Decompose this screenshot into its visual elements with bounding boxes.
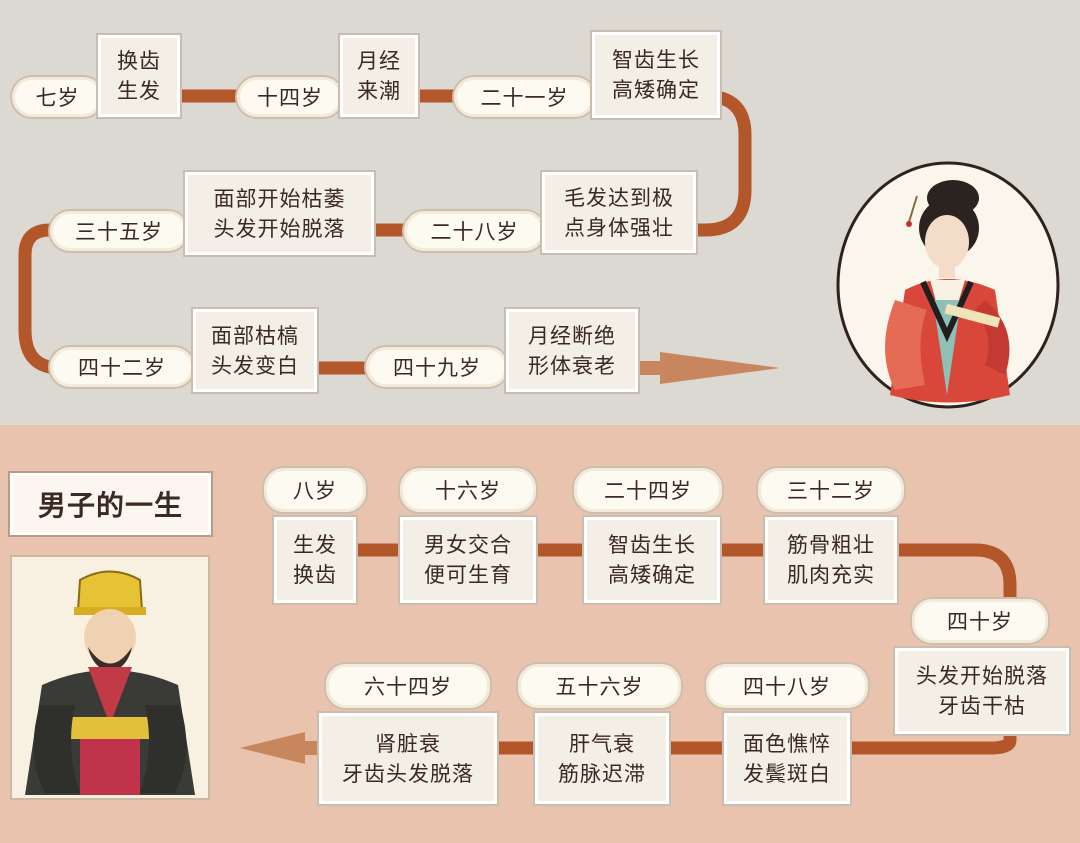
female-age-49: 四十九岁 — [364, 345, 510, 389]
female-age-35: 三十五岁 — [48, 209, 190, 253]
male-age-32: 三十二岁 — [756, 466, 906, 514]
female-age-28: 二十八岁 — [402, 209, 547, 253]
female-age-7: 七岁 — [10, 75, 105, 119]
woman-portrait-image — [836, 161, 1060, 409]
female-note-28: 毛发达到极 点身体强壮 — [540, 170, 698, 255]
male-note-48: 面色憔悴 发鬓斑白 — [722, 711, 852, 806]
male-age-8: 八岁 — [262, 466, 368, 514]
male-note-32: 筋骨粗壮 肌肉充实 — [763, 515, 899, 605]
female-note-49: 月经断绝 形体衰老 — [504, 307, 640, 394]
female-note-42: 面部枯槁 头发变白 — [191, 307, 319, 394]
male-flow-path — [330, 543, 1017, 755]
female-note-7: 换齿 生发 — [96, 33, 182, 119]
female-flow-arrowhead — [660, 352, 780, 384]
male-age-40: 四十岁 — [910, 597, 1050, 645]
male-flow-arrowhead — [240, 732, 305, 764]
male-note-8: 生发 换齿 — [272, 515, 358, 605]
female-note-14: 月经 来潮 — [338, 33, 420, 119]
female-age-42: 四十二岁 — [48, 345, 196, 389]
female-note-21: 智齿生长 高矮确定 — [590, 30, 722, 120]
female-age-21: 二十一岁 — [452, 75, 597, 119]
male-age-24: 二十四岁 — [572, 466, 724, 514]
female-flow-path — [18, 89, 752, 375]
male-note-64: 肾脏衰 牙齿头发脱落 — [317, 711, 499, 806]
male-note-56: 肝气衰 筋脉迟滞 — [533, 711, 671, 806]
male-age-48: 四十八岁 — [704, 662, 870, 710]
female-note-35: 面部开始枯萎 头发开始脱落 — [183, 170, 376, 257]
male-age-16: 十六岁 — [398, 466, 538, 514]
male-note-24: 智齿生长 高矮确定 — [582, 515, 722, 605]
male-age-64: 六十四岁 — [324, 662, 492, 710]
man-portrait-image — [10, 555, 210, 800]
male-section-title: 男子的一生 — [8, 471, 213, 537]
male-note-16: 男女交合 便可生育 — [398, 515, 538, 605]
male-note-40: 头发开始脱落 牙齿干枯 — [893, 646, 1071, 736]
female-age-14: 十四岁 — [235, 75, 345, 119]
male-age-56: 五十六岁 — [516, 662, 683, 710]
